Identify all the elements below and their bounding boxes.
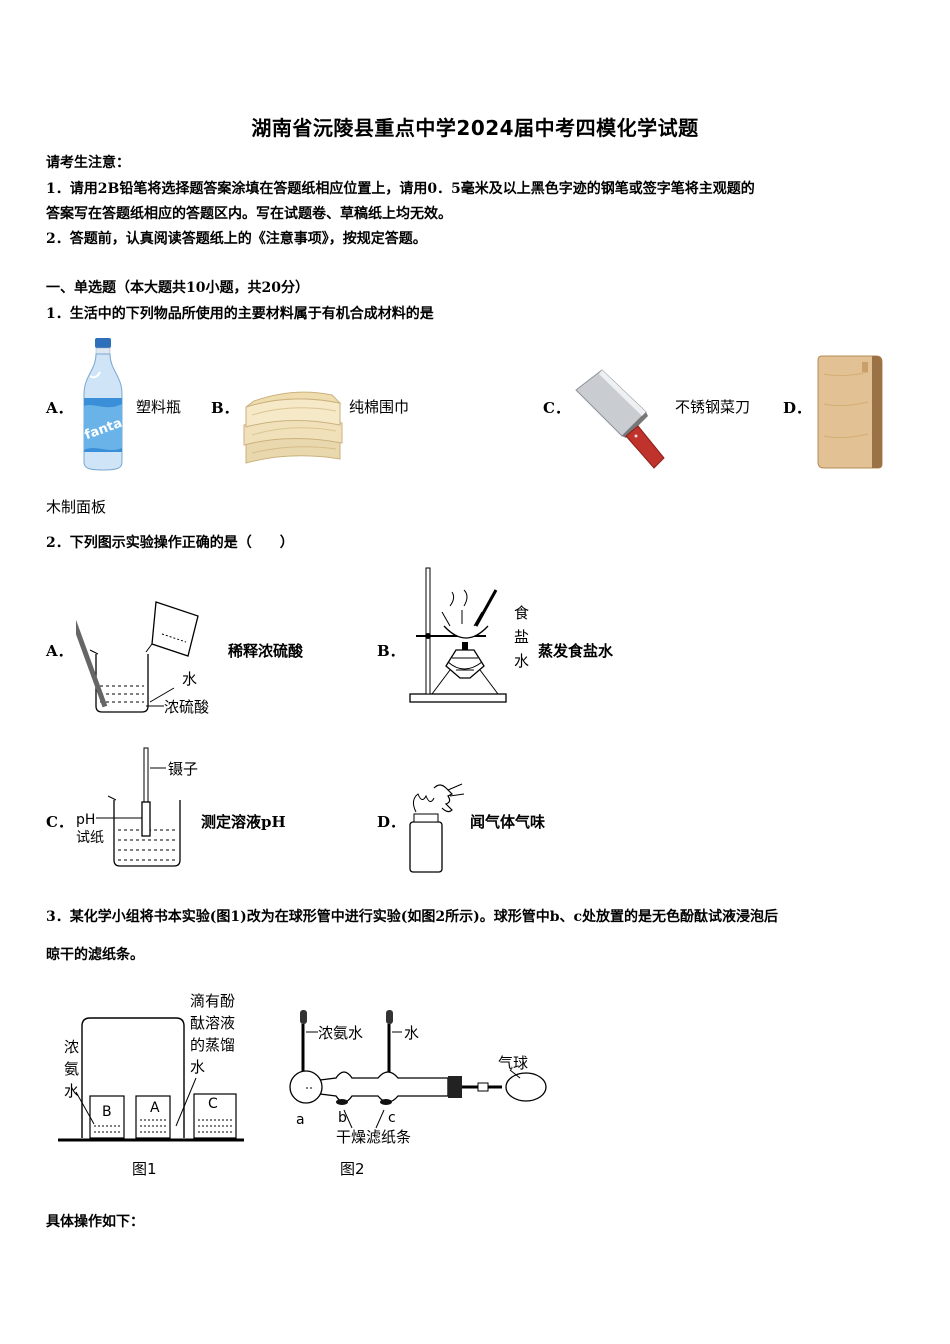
fig2-label-balloon: 气球 — [498, 1054, 528, 1072]
q2b-label-2: 盐 — [514, 628, 529, 646]
q1-option-d-text: 木制面板 — [46, 498, 107, 516]
fig2-label-a: a — [296, 1112, 305, 1128]
q2-option-b-text: 蒸发食盐水 — [538, 642, 614, 660]
q1-option-a-letter: A． — [46, 399, 73, 417]
q2-option-d-text: 闻气体气味 — [470, 813, 546, 831]
q2-option-d-letter: D． — [377, 813, 406, 831]
smell-gas-figure — [409, 783, 465, 873]
notice-line-1a: 1．请用2B铅笔将选择题答案涂填在答题纸相应位置上，请用0．5毫米及以上黑色字迹… — [46, 181, 755, 197]
ph-test-figure: 镊子 pH 试纸 — [76, 747, 198, 867]
notice-line-2: 2．答题前，认真阅读答题纸上的《注意事项》，按规定答题。 — [46, 231, 427, 247]
q1-option-d-letter: D． — [783, 399, 812, 417]
fig1-label-8: 的蒸馏 — [190, 1036, 235, 1054]
q2-option-a-text: 稀释浓硫酸 — [228, 642, 304, 660]
fig1-label-6: 滴有酚 — [190, 992, 235, 1010]
q1-option-c-text: 不锈钢菜刀 — [675, 398, 751, 416]
figure-1: 浓 氨 水 B A C 滴有酚 酞溶液 的蒸馏 水 图1 — [58, 992, 244, 1178]
cotton-scarf-image — [243, 391, 343, 464]
q2-stem: 2．下列图示实验操作正确的是（ ） — [46, 535, 294, 551]
fig2-label-water: 水 — [404, 1024, 419, 1042]
page-title: 湖南省沅陵县重点中学2024届中考四模化学试题 — [251, 116, 699, 140]
fig1-label-c: C — [208, 1096, 218, 1112]
fig2-label-b: b — [338, 1110, 347, 1126]
q2c-label-paper: 试纸 — [76, 830, 104, 846]
steel-knife-image — [575, 369, 665, 469]
fig1-label-3: 水 — [64, 1082, 79, 1100]
fig1-label-2: 氨 — [64, 1060, 79, 1078]
fig2-label-ammonia: 浓氨水 — [318, 1024, 363, 1042]
dilute-acid-figure: 水 浓硫酸 — [76, 601, 209, 716]
q2a-label-water: 水 — [182, 670, 197, 688]
fig2-label-c: c — [388, 1110, 396, 1126]
q2-option-a-letter: A． — [46, 642, 73, 660]
q2-option-c-text: 测定溶液pH — [201, 813, 286, 831]
fig1-label-9: 水 — [190, 1058, 205, 1076]
fig1-label-7: 酞溶液 — [190, 1014, 235, 1032]
q2c-label-ph: pH — [76, 812, 95, 828]
q3-stem-a: 3．某化学小组将书本实验(图1)改为在球形管中进行实验(如图2所示)。球形管中b… — [46, 909, 779, 925]
q2-option-b-letter: B． — [377, 642, 405, 660]
fig1-caption: 图1 — [132, 1160, 157, 1178]
q1-stem: 1．生活中的下列物品所使用的主要材料属于有机合成材料的是 — [46, 306, 434, 322]
q1-option-c-letter: C． — [543, 399, 570, 417]
notice-heading: 请考生注意： — [46, 155, 130, 171]
fig1-label-b: B — [102, 1104, 112, 1120]
q1-option-a-text: 塑料瓶 — [136, 398, 182, 416]
fig1-label-a: A — [150, 1100, 160, 1116]
evaporate-salt-figure: 食 盐 水 — [409, 567, 529, 703]
wooden-board-image — [817, 355, 883, 469]
fig2-caption: 图2 — [340, 1160, 365, 1178]
section-heading: 一、单选题（本大题共10小题，共20分） — [46, 280, 309, 296]
q1-option-b-text: 纯棉围巾 — [349, 398, 410, 416]
fig2-label-filter: 干燥滤纸条 — [336, 1128, 411, 1146]
notice-line-1b: 答案写在答题纸相应的答题区内。写在试题卷、草稿纸上均无效。 — [46, 206, 452, 222]
q1-option-b-letter: B． — [211, 399, 239, 417]
q2b-label-3: 水 — [514, 652, 529, 670]
plastic-bottle-image: fanta — [83, 338, 124, 471]
figure-2: 浓氨水 水 气球 a b c 干燥滤纸条 图2 — [289, 1010, 547, 1178]
fig1-label-1: 浓 — [64, 1038, 79, 1056]
footer-text: 具体操作如下： — [46, 1214, 144, 1230]
q2a-label-acid: 浓硫酸 — [164, 698, 209, 716]
q2b-label-1: 食 — [514, 604, 529, 622]
q2c-label-tweezers: 镊子 — [168, 760, 198, 778]
q3-stem-b: 晾干的滤纸条。 — [46, 947, 144, 963]
q2-option-c-letter: C． — [46, 813, 73, 831]
